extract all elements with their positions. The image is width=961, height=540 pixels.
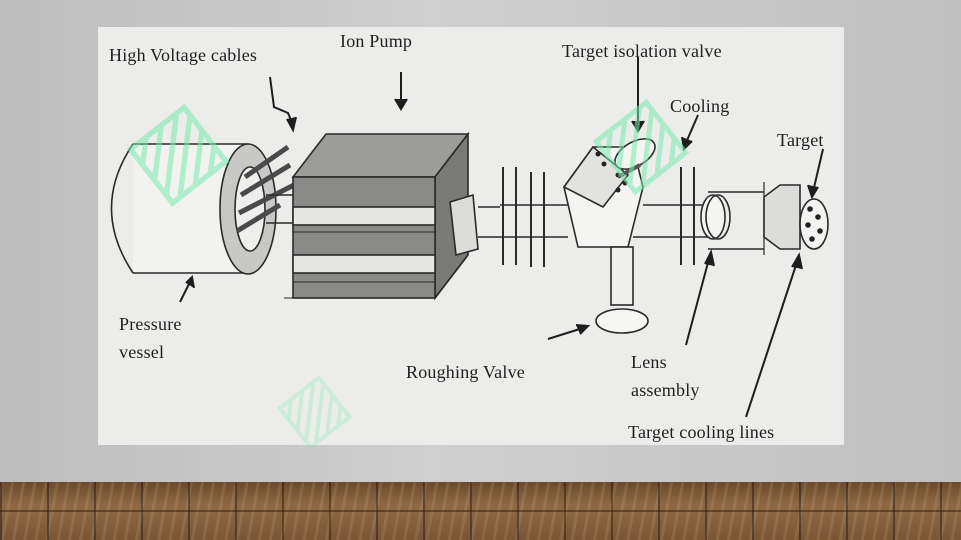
target-dots: [805, 206, 823, 242]
label-target-isolation-valve: Target isolation valve: [562, 41, 722, 61]
target-isolation-valve-shape: [614, 138, 656, 179]
vessel-pump-tube: [266, 194, 293, 224]
ion-pump-shape: [284, 131, 470, 301]
label-lens-assembly-line1: Lens: [631, 352, 667, 372]
label-target: Target: [777, 130, 824, 150]
label-lens-assembly-line2: assembly: [631, 380, 700, 400]
beamline-flanges: [500, 167, 568, 267]
leader-arrows: [179, 57, 824, 418]
pressure-vessel-shape: [110, 143, 277, 275]
label-pressure-vessel-line2: vessel: [119, 342, 165, 362]
label-high-voltage-cables: High Voltage cables: [109, 45, 258, 65]
accelerator-diagram: [110, 57, 829, 418]
label-target-cooling-lines: Target cooling lines: [628, 422, 775, 442]
lens-assembly-shape: [700, 182, 765, 255]
label-pressure-vessel-line1: Pressure: [119, 314, 182, 334]
high-voltage-cables-shape: [235, 144, 296, 234]
pump-outlet-flange: [449, 193, 500, 257]
label-roughing-valve: Roughing Valve: [406, 362, 525, 382]
label-cooling: Cooling: [670, 96, 730, 116]
diagram-slide: High Voltage cables Ion Pump Target isol…: [98, 27, 844, 461]
target-housing-shape: [763, 184, 829, 250]
cooling-flanges: [680, 167, 695, 265]
wooden-floor: [0, 482, 961, 540]
label-ion-pump: Ion Pump: [340, 31, 413, 51]
